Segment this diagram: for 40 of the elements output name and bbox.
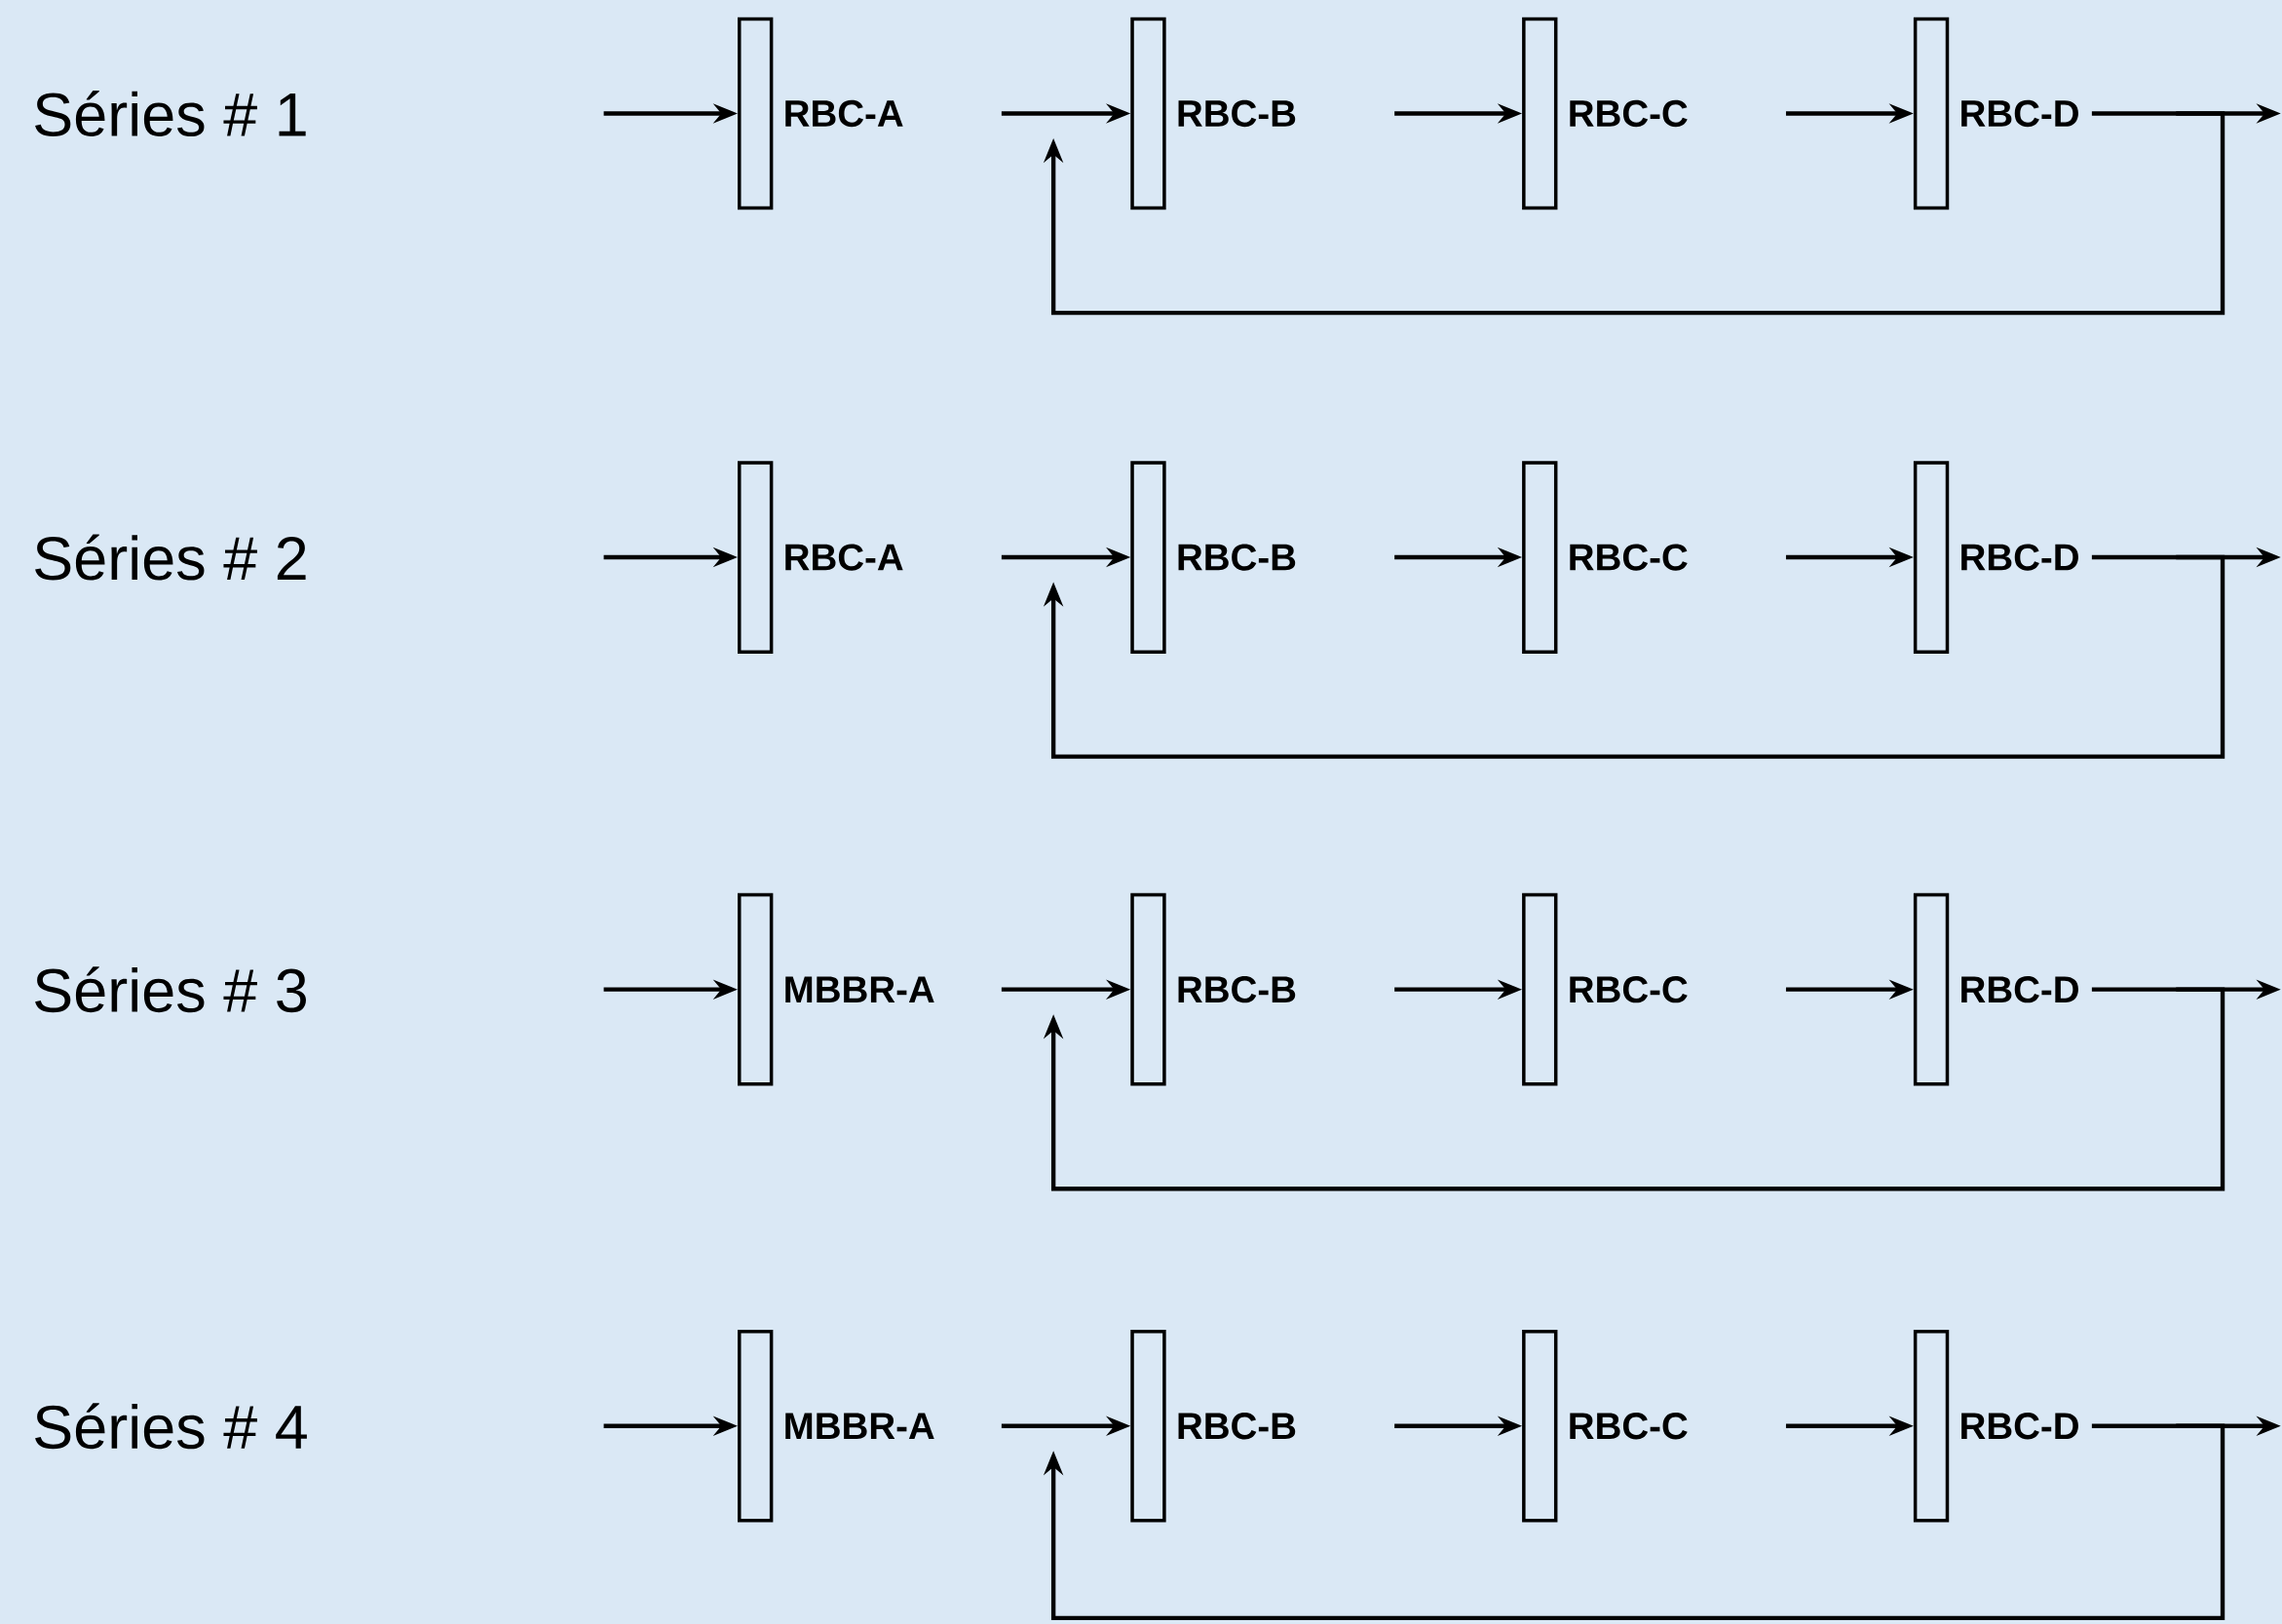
node-label: MBBR-A: [785, 1413, 934, 1440]
node-label: RBC-B: [1178, 1413, 1296, 1440]
reactor-box: MBBR-A: [738, 1330, 934, 1523]
recycle-arrow: [1043, 987, 2225, 1191]
node-label: RBC-C: [1570, 544, 1688, 571]
node-label: RBC-C: [1570, 976, 1688, 1003]
reactor-box: RBC-D: [1913, 892, 2078, 1086]
node-label: RBC-D: [1961, 1413, 2078, 1440]
reactor-box: RBC-B: [1130, 892, 1296, 1086]
node-label: RBC-A: [785, 544, 903, 571]
reactor-box: RBC-C: [1522, 892, 1688, 1086]
series-label: Séries # 4: [35, 1403, 307, 1450]
reactor-box: RBC-C: [1522, 17, 1688, 210]
node-label: RBC-D: [1961, 976, 2078, 1003]
series-label: Séries # 2: [35, 534, 306, 581]
node-label: RBC-D: [1961, 99, 2078, 128]
reactor-box: RBC-A: [738, 461, 903, 654]
reactor-box: RBC-B: [1130, 461, 1296, 654]
reactor-box: MBBR-A: [738, 892, 934, 1086]
reactor-box: RBC-D: [1913, 17, 2078, 210]
node-label: RBC-C: [1570, 1413, 1688, 1440]
recycle-arrow: [1043, 554, 2225, 759]
reactor-box: RBC-D: [1913, 1330, 2078, 1523]
node-label: RBC-B: [1178, 544, 1296, 571]
series-label: Séries # 3: [35, 966, 306, 1013]
reactor-box: RBC-B: [1130, 17, 1296, 210]
node-label: RBC-C: [1570, 99, 1688, 128]
recycle-arrow: [1043, 1423, 2225, 1621]
series-label: Séries # 1: [35, 91, 306, 137]
node-label: MBBR-A: [785, 976, 934, 1002]
node-label: RBC-B: [1178, 99, 1296, 128]
node-label: RBC-D: [1961, 544, 2078, 571]
reactor-box: RBC-A: [738, 17, 903, 210]
reactor-box: RBC-B: [1130, 1330, 1296, 1523]
reactor-box: RBC-C: [1522, 461, 1688, 654]
reactor-box: RBC-D: [1913, 461, 2078, 654]
reactor-box: RBC-C: [1522, 1330, 1688, 1523]
node-label: RBC-B: [1178, 976, 1296, 1003]
node-label: RBC-A: [785, 99, 903, 128]
recycle-arrow: [1043, 111, 2225, 316]
